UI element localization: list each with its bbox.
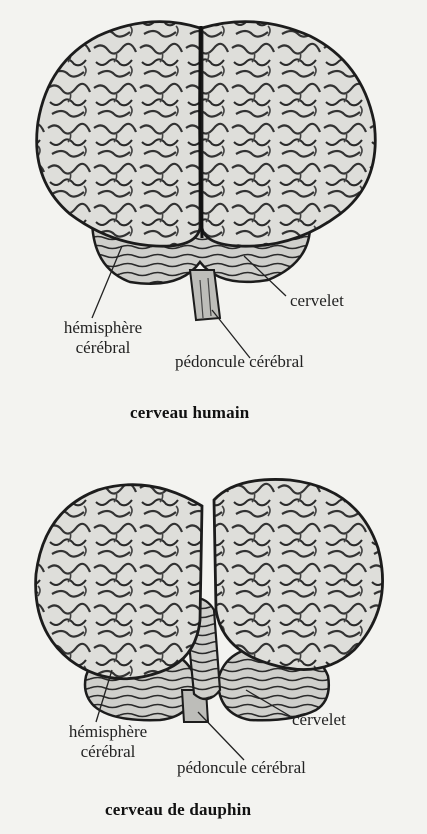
human-label-peduncle: pédoncule cérébral [175,352,304,372]
human-peduncle-leader [212,310,250,358]
human-left-hemisphere [37,22,200,247]
dolphin-label-hemisphere: hémisphère cérébral [33,722,183,762]
dolphin-caption: cerveau de dauphin [105,800,251,820]
human-label-cervelet: cervelet [290,291,344,311]
dolphin-label-peduncle: pédoncule cérébral [177,758,306,778]
dolphin-peduncle-leader [198,712,244,760]
dolphin-label-hemisphere-line2: cérébral [33,742,183,762]
human-label-hemisphere-line1: hémisphère [28,318,178,338]
human-label-hemisphere: hémisphère cérébral [28,318,178,358]
dolphin-label-hemisphere-line1: hémisphère [33,722,183,742]
human-label-hemisphere-line2: cérébral [28,338,178,358]
human-caption: cerveau humain [130,403,249,423]
dolphin-right-hemisphere [214,479,383,669]
human-right-hemisphere [202,22,375,247]
dolphin-label-cervelet: cervelet [292,710,346,730]
dolphin-left-hemisphere [36,485,202,679]
human-brainstem [190,270,220,320]
